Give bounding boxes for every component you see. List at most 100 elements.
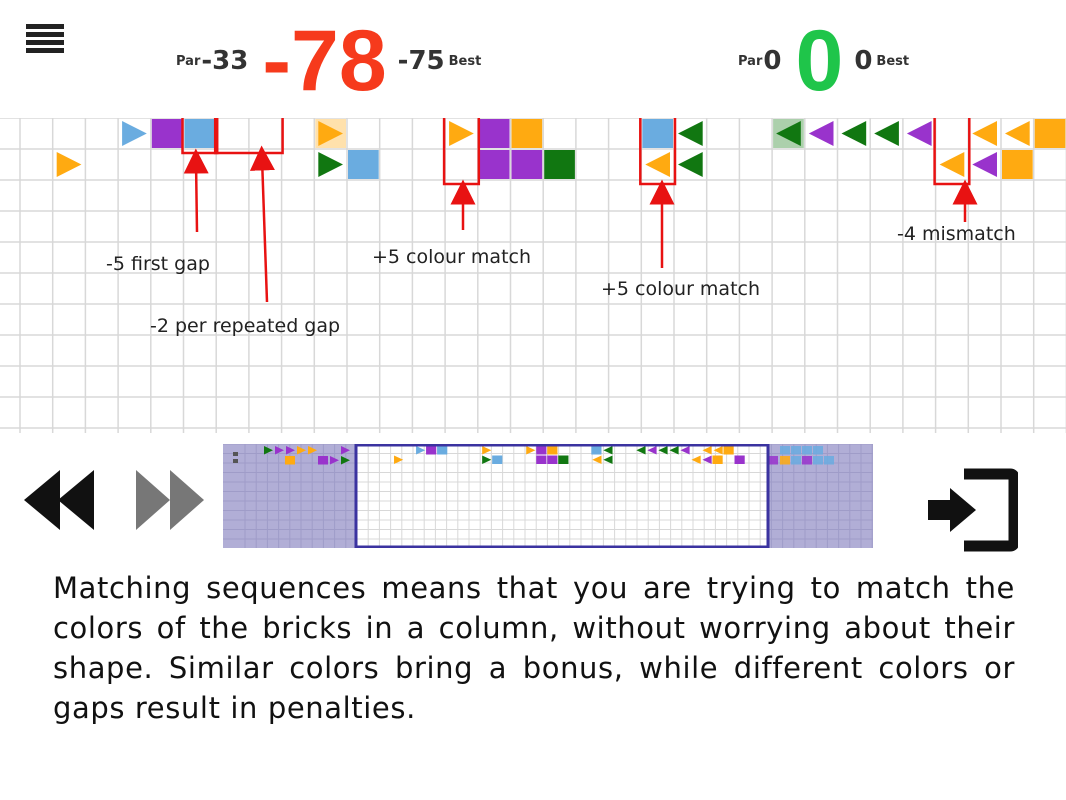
- mini-brick: [318, 456, 328, 465]
- brick-orange-square[interactable]: [1002, 150, 1033, 179]
- opponent-par-label: Par: [738, 53, 763, 69]
- mini-brick: [592, 455, 602, 464]
- mini-brick: [768, 456, 778, 465]
- mini-brick: [536, 455, 547, 464]
- brick-blue-triangle-right[interactable]: [122, 121, 147, 146]
- brick-orange-square[interactable]: [511, 119, 543, 148]
- brick-green-triangle-left[interactable]: [678, 121, 703, 146]
- annotation-colour-match: +5 colour match: [372, 246, 532, 268]
- mini-brick: [394, 455, 404, 464]
- lock-icon: [233, 452, 238, 463]
- annotation-mismatch: -4 mismatch: [897, 223, 1016, 245]
- player-score-value: -78: [262, 13, 387, 109]
- annotation-repeated-gap: -2 per repeated gap: [150, 315, 341, 337]
- sequence-board[interactable]: [0, 118, 1066, 433]
- tutorial-description: Matching sequences means that you are tr…: [53, 571, 1015, 725]
- mini-brick: [547, 446, 558, 455]
- brick-orange-triangle-right[interactable]: [449, 121, 474, 146]
- player-par-label: Par: [176, 53, 201, 69]
- mini-brick: [723, 446, 734, 455]
- opponent-best-value: 0: [854, 46, 873, 76]
- brick-orange-triangle-left[interactable]: [1005, 121, 1030, 146]
- player-score: Par -33 -78 -75 Best: [176, 14, 481, 108]
- mini-brick: [713, 446, 723, 455]
- brick-orange-triangle-left[interactable]: [939, 152, 965, 177]
- mini-brick: [297, 446, 306, 455]
- brick-purple-triangle-left[interactable]: [808, 121, 834, 146]
- mini-brick: [712, 455, 723, 464]
- annotation-colour-match: +5 colour match: [601, 278, 761, 300]
- mini-brick: [780, 456, 790, 465]
- mini-brick: [647, 446, 657, 455]
- brick-blue-square[interactable]: [184, 119, 216, 148]
- mini-brick: [824, 456, 834, 465]
- mini-brick: [603, 455, 613, 464]
- mini-brick: [536, 446, 547, 455]
- mini-brick: [791, 446, 801, 455]
- mini-brick: [813, 446, 823, 455]
- mini-brick: [780, 446, 790, 455]
- mini-brick: [603, 446, 613, 455]
- mini-brick: [286, 446, 295, 455]
- mini-brick: [680, 446, 690, 455]
- highlight-box: [933, 118, 971, 186]
- mini-brick: [285, 456, 295, 465]
- brick-green-triangle-left[interactable]: [841, 121, 867, 146]
- mini-brick: [802, 456, 812, 465]
- mini-brick: [341, 446, 350, 455]
- brick-purple-square[interactable]: [478, 150, 510, 179]
- mini-brick: [734, 455, 745, 464]
- mini-brick: [658, 446, 668, 455]
- brick-purple-triangle-left[interactable]: [906, 121, 932, 146]
- mini-brick: [264, 446, 273, 455]
- mini-brick: [341, 456, 350, 465]
- mini-brick: [482, 455, 492, 464]
- brick-purple-triangle-left[interactable]: [972, 152, 997, 177]
- brick-orange-triangle-right[interactable]: [56, 152, 82, 177]
- opponent-score-value: 0: [795, 13, 844, 109]
- brick-green-triangle-right[interactable]: [318, 152, 343, 177]
- brick-purple-square[interactable]: [151, 119, 183, 148]
- mini-brick: [492, 455, 503, 464]
- mini-brick: [802, 446, 812, 455]
- brick-orange-triangle-left[interactable]: [645, 152, 670, 177]
- brick-green-triangle-left[interactable]: [874, 121, 899, 146]
- mini-brick: [813, 456, 823, 465]
- brick-green-square[interactable]: [544, 150, 575, 179]
- highlight-box: [213, 118, 284, 155]
- mini-brick: [426, 446, 437, 455]
- mini-brick: [636, 446, 646, 455]
- brick-blue-square[interactable]: [642, 119, 673, 148]
- mini-brick: [702, 446, 712, 455]
- mini-brick: [330, 456, 339, 465]
- player-par-value: -33: [201, 46, 249, 76]
- mini-brick: [437, 446, 448, 455]
- mini-brick: [702, 455, 712, 464]
- opponent-score: Par 0 0 0 Best: [738, 14, 909, 108]
- minimap-viewport: [354, 444, 770, 548]
- exit-door-icon[interactable]: [924, 468, 1018, 552]
- sequence-minimap[interactable]: [223, 444, 873, 548]
- mini-brick: [791, 456, 801, 465]
- brick-orange-triangle-left[interactable]: [972, 121, 997, 146]
- player-best-value: -75: [397, 46, 445, 76]
- double-chevron-right-icon[interactable]: [134, 470, 206, 530]
- brick-purple-square[interactable]: [511, 150, 543, 179]
- brick-orange-square[interactable]: [1034, 119, 1066, 148]
- mini-brick: [416, 446, 426, 455]
- mini-brick: [669, 446, 679, 455]
- hamburger-menu-icon[interactable]: [26, 24, 64, 58]
- annotation-first-gap: -5 first gap: [106, 253, 210, 275]
- mini-brick: [558, 455, 569, 464]
- mini-brick: [526, 446, 536, 455]
- brick-blue-square[interactable]: [348, 150, 379, 179]
- opponent-par-value: 0: [763, 46, 782, 76]
- mini-brick: [591, 446, 602, 455]
- double-chevron-left-icon[interactable]: [24, 470, 96, 530]
- player-best-label: Best: [448, 53, 482, 69]
- brick-orange-triangle-right[interactable]: [318, 121, 343, 146]
- mini-brick: [691, 455, 701, 464]
- brick-green-triangle-left[interactable]: [776, 121, 801, 146]
- brick-green-triangle-left[interactable]: [678, 152, 703, 177]
- brick-purple-square[interactable]: [478, 119, 510, 148]
